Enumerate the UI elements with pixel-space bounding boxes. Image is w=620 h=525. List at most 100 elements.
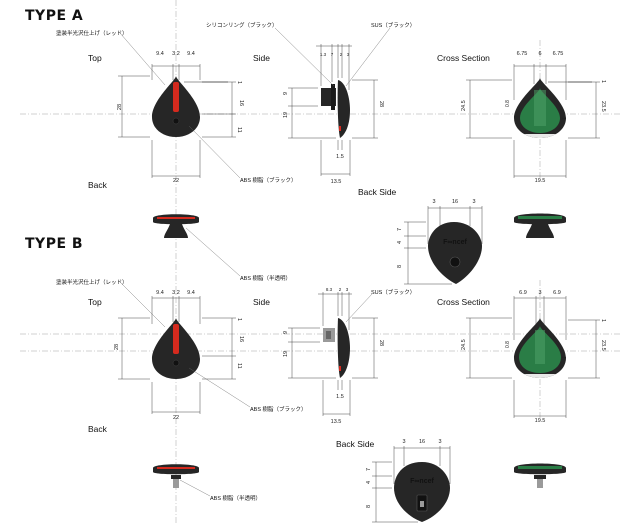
- a-dim-cross-2: 6: [538, 51, 541, 57]
- a-dim-top-1: 9.4: [156, 51, 164, 57]
- b-top-label: Top: [88, 297, 102, 307]
- b-dim-side-3: 3: [346, 287, 349, 292]
- b-note-abs-black: ABS 樹脂（ブラック）: [250, 407, 307, 413]
- a-dim-top-1: 1: [236, 81, 242, 84]
- a-note-abs-clear: ABS 樹脂（半透明）: [240, 276, 292, 282]
- center-lines: [20, 0, 620, 525]
- red-stripe: [173, 82, 179, 112]
- a-dim-cross-08: 0.8: [505, 100, 511, 107]
- a-dim-top-h: 28: [117, 104, 123, 110]
- b-dim-bs-2: 16: [419, 439, 425, 445]
- b-side-view: [288, 292, 378, 416]
- a-dim-cross-3: 6.75: [553, 51, 564, 57]
- a-dim-top-bottom: 22: [173, 178, 179, 184]
- a-back-label: Back: [88, 180, 107, 190]
- a-dim-top-16: 16: [238, 100, 244, 106]
- a-dim-side-4: 3: [347, 52, 350, 57]
- b-dim-cross-08: 0.8: [505, 341, 511, 348]
- a-dim-cross-bottom: 19.5: [535, 178, 546, 184]
- a-dim-side-15: 1.5: [336, 154, 344, 160]
- a-dim-cross-245: 24.5: [461, 100, 467, 111]
- a-note-sus: SUS（ブラック）: [371, 23, 416, 29]
- a-cross-section: [466, 64, 600, 178]
- b-dim-top-1: 9.4: [156, 290, 164, 296]
- b-dim-cross-2: 3: [538, 290, 541, 296]
- a-back-view: [153, 214, 241, 277]
- b-cross-section: [466, 296, 600, 418]
- a-dim-cross-1: 6.75: [517, 51, 528, 57]
- b-dim-side-9: 9: [283, 331, 289, 334]
- b-back-label: Back: [88, 424, 107, 434]
- a-backside-logo: F∞ncef: [443, 239, 467, 246]
- b-note-abs-clear: ABS 樹脂（半透明）: [210, 496, 262, 502]
- a-back-side-view: F∞ncef: [404, 206, 483, 285]
- b-dim-side-15: 1.5: [336, 394, 344, 400]
- b-dim-top-1: 1: [236, 318, 242, 321]
- a-top-label: Top: [88, 53, 102, 63]
- a-dim-side-bottom: 13.5: [331, 179, 342, 185]
- b-dim-bs-8: 8: [366, 505, 372, 508]
- b-dim-cross-245: 24.5: [461, 339, 467, 350]
- b-dim-cross-1b: 1: [600, 319, 606, 322]
- a-dim-side-2: 7: [331, 52, 334, 57]
- b-note-red-paint: 塗装半光沢仕上げ（レッド）: [56, 280, 128, 286]
- type-b-title: TYPE B: [25, 236, 84, 252]
- b-dim-cross-1: 6.9: [519, 290, 527, 296]
- a-dim-side-28: 28: [378, 101, 384, 107]
- a-back-right-view: [514, 213, 566, 238]
- a-dim-bs-1: 3: [432, 199, 435, 205]
- b-dim-bs-7: 7: [366, 468, 372, 471]
- b-backside-logo: F∞ncef: [410, 478, 434, 485]
- a-note-abs-black: ABS 樹脂（ブラック）: [240, 178, 297, 184]
- a-note-red-paint: 塗装半光沢仕上げ（レッド）: [56, 31, 128, 37]
- a-cross-label: Cross Section: [437, 53, 490, 63]
- b-dim-top-16: 16: [238, 336, 244, 342]
- a-side-view: [274, 27, 391, 176]
- b-dim-top-bottom: 22: [173, 415, 179, 421]
- a-dim-bs-3: 3: [472, 199, 475, 205]
- b-dim-side-2: 2: [339, 287, 342, 292]
- b-dim-bs-1: 3: [402, 439, 405, 445]
- a-dim-cross-1b: 1: [600, 80, 606, 83]
- a-backside-label: Back Side: [358, 187, 397, 197]
- a-note-silicone: シリコンリング（ブラック）: [206, 23, 278, 29]
- b-dim-side-1: 8.3: [326, 287, 333, 292]
- b-dim-cross-bottom: 19.5: [535, 418, 546, 424]
- b-side-label: Side: [253, 297, 271, 307]
- b-dim-top-2: 3.2: [172, 290, 180, 296]
- b-dim-top-h: 28: [114, 344, 120, 350]
- a-top-view: [118, 32, 241, 179]
- b-dim-top-11: 11: [236, 363, 242, 369]
- b-dim-top-3: 9.4: [187, 290, 195, 296]
- b-back-side-view: F∞ncef: [372, 446, 451, 523]
- type-a-title: TYPE A: [25, 8, 84, 24]
- b-dim-side-bottom: 13.5: [331, 419, 342, 425]
- b-dim-bs-3: 3: [438, 439, 441, 445]
- a-dim-bs-2: 16: [452, 199, 458, 205]
- a-dim-side-9: 9: [283, 92, 289, 95]
- b-back-view: [153, 464, 211, 497]
- a-dim-side-3: 2: [340, 52, 343, 57]
- a-dim-top-3: 9.4: [187, 51, 195, 57]
- b-backside-label: Back Side: [336, 439, 375, 449]
- a-dim-cross-1: 1: [560, 117, 566, 120]
- a-side-label: Side: [253, 53, 271, 63]
- b-note-sus: SUS（ブラック）: [371, 290, 416, 296]
- b-dim-side-28: 28: [378, 340, 384, 346]
- b-dim-bs-4: 4: [366, 481, 372, 484]
- a-dim-top-11: 11: [236, 127, 242, 133]
- b-dim-cross-235: 23.5: [600, 340, 606, 351]
- b-dim-side-19: 19: [283, 351, 289, 357]
- a-dim-cross-235: 23.5: [600, 101, 606, 112]
- b-dim-cross-1: 1: [560, 356, 566, 359]
- b-top-view: [118, 281, 251, 414]
- b-dim-cross-3: 6.9: [553, 290, 561, 296]
- a-dim-bs-7: 7: [397, 228, 403, 231]
- a-dim-side-1: 1.3: [320, 52, 327, 57]
- a-dim-side-19: 19: [283, 112, 289, 118]
- a-dim-bs-8: 8: [397, 265, 403, 268]
- b-back-right-view: [514, 463, 566, 488]
- a-dim-bs-4: 4: [397, 241, 403, 244]
- a-dim-top-2: 3.2: [172, 51, 180, 57]
